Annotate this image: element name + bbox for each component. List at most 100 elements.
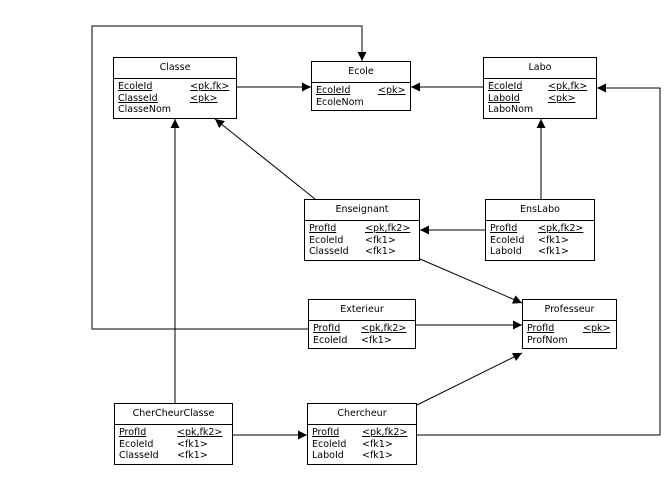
attribute-name: ProfId bbox=[527, 323, 555, 334]
attribute-name: ProfNom bbox=[527, 334, 568, 346]
entity-title: Ecole bbox=[312, 62, 410, 83]
entity-attributes: ProfId <pk,fk2> EcoleId <fk1> LaboId <fk1> bbox=[486, 221, 594, 260]
attribute-row: EcoleId <pk> bbox=[316, 85, 406, 97]
attribute-name: ClasseNom bbox=[118, 104, 172, 115]
attribute-name: EcoleId bbox=[309, 234, 344, 246]
attribute-row: LaboNom bbox=[488, 104, 592, 116]
attribute-name: LaboId bbox=[488, 92, 520, 104]
attribute-key: <pk> bbox=[378, 85, 406, 96]
attribute-name: ClasseId bbox=[119, 450, 159, 461]
attribute-row: ClasseId <fk1> bbox=[309, 246, 415, 258]
attribute-row: ProfId <pk,fk2> bbox=[309, 223, 415, 235]
attribute-key: <pk> bbox=[548, 92, 576, 104]
attribute-row: ProfId <pk,fk2> bbox=[490, 223, 590, 235]
entity-title: Exterieur bbox=[309, 300, 415, 321]
attribute-row: ProfId <pk,fk2> bbox=[312, 427, 412, 439]
attribute-row: EcoleId <fk1> bbox=[313, 335, 411, 347]
entity-attributes: ProfId <pk,fk2> EcoleId <fk1> ClasseId <fk1> bbox=[305, 221, 419, 260]
entity-title: Enseignant bbox=[305, 200, 419, 221]
attribute-key: <fk1> bbox=[538, 246, 569, 257]
edge-enseignant-to-professeur bbox=[419, 258, 523, 304]
edge-chercheur-to-professeur bbox=[416, 352, 523, 406]
attribute-row: LaboId <pk> bbox=[488, 93, 592, 105]
entity-attributes: EcoleId <pk,fk> LaboId <pk> LaboNom bbox=[484, 79, 596, 118]
attribute-key: <fk1> bbox=[538, 234, 569, 246]
entity-attributes: ProfId <pk> ProfNom bbox=[523, 321, 616, 348]
attribute-key: <fk1> bbox=[361, 334, 392, 346]
attribute-key: <fk1> bbox=[362, 438, 393, 450]
attribute-key: <pk> bbox=[190, 92, 218, 104]
attribute-name: EcoleNom bbox=[316, 96, 364, 108]
attribute-name: ProfId bbox=[490, 223, 518, 234]
entity-title: CherCheurClasse bbox=[115, 404, 232, 425]
entity-attributes: ProfId <pk,fk2> EcoleId <fk1> bbox=[309, 321, 415, 348]
attribute-row: EcoleId <fk1> bbox=[119, 439, 228, 451]
entity-title: Classe bbox=[114, 58, 236, 79]
attribute-name: EcoleId bbox=[316, 85, 351, 96]
attribute-row: LaboId <fk1> bbox=[312, 450, 412, 462]
entity-attributes: ProfId <pk,fk2> EcoleId <fk1> ClasseId <fk1> bbox=[115, 425, 232, 464]
attribute-row: ProfId <pk,fk2> bbox=[119, 427, 228, 439]
attribute-key: <pk,fk> bbox=[548, 81, 588, 92]
attribute-name: LaboNom bbox=[488, 104, 534, 115]
entity-attributes: EcoleId <pk> EcoleNom bbox=[312, 83, 410, 110]
attribute-key: <pk,fk2> bbox=[361, 323, 407, 334]
attribute-name: ClasseId bbox=[118, 92, 158, 104]
entity-title: Chercheur bbox=[308, 404, 416, 425]
attribute-key: <pk,fk2> bbox=[365, 223, 411, 234]
attribute-row: EcoleNom bbox=[316, 97, 406, 109]
entity-attributes: EcoleId <pk,fk> ClasseId <pk> ClasseNom bbox=[114, 79, 236, 118]
attribute-key: <fk1> bbox=[362, 450, 393, 461]
attribute-key: <fk1> bbox=[365, 234, 396, 246]
attribute-key: <pk> bbox=[583, 323, 611, 334]
attribute-name: ProfId bbox=[119, 427, 147, 438]
attribute-name: LaboId bbox=[490, 246, 522, 257]
attribute-row: ProfNom bbox=[527, 335, 612, 347]
attribute-name: ProfId bbox=[312, 427, 340, 438]
edge-exterieur-to-ecole bbox=[91, 25, 367, 330]
attribute-name: EcoleId bbox=[490, 234, 525, 246]
attribute-key: <pk,fk2> bbox=[362, 427, 408, 438]
attribute-row: LaboId <fk1> bbox=[490, 246, 590, 258]
attribute-name: EcoleId bbox=[119, 438, 154, 450]
edge-chercheur-to-labo bbox=[417, 83, 661, 436]
attribute-name: EcoleId bbox=[312, 438, 347, 450]
attribute-name: EcoleId bbox=[118, 81, 153, 92]
attribute-key: <fk1> bbox=[365, 246, 396, 257]
attribute-row: EcoleId <fk1> bbox=[490, 235, 590, 247]
attribute-name: LaboId bbox=[312, 450, 344, 461]
entity-title: Labo bbox=[484, 58, 596, 79]
attribute-row: EcoleId <fk1> bbox=[312, 439, 412, 451]
attribute-key: <pk,fk2> bbox=[538, 223, 584, 234]
attribute-row: ClasseId <pk> bbox=[118, 93, 232, 105]
attribute-row: ProfId <pk,fk2> bbox=[313, 323, 411, 335]
attribute-key: <fk1> bbox=[177, 438, 208, 450]
attribute-key: <fk1> bbox=[177, 450, 208, 461]
attribute-key: <pk,fk> bbox=[190, 81, 230, 92]
attribute-name: EcoleId bbox=[313, 334, 348, 346]
attribute-name: ProfId bbox=[313, 323, 341, 334]
attribute-name: ProfId bbox=[309, 223, 337, 234]
attribute-row: EcoleId <pk,fk> bbox=[488, 81, 592, 93]
attribute-key: <pk,fk2> bbox=[177, 427, 223, 438]
entity-title: Professeur bbox=[523, 300, 616, 321]
attribute-row: ProfId <pk> bbox=[527, 323, 612, 335]
attribute-row: ClasseNom bbox=[118, 104, 232, 116]
attribute-name: ClasseId bbox=[309, 246, 349, 257]
attribute-name: EcoleId bbox=[488, 81, 523, 92]
entity-title: EnsLabo bbox=[486, 200, 594, 221]
attribute-row: ClasseId <fk1> bbox=[119, 450, 228, 462]
entity-attributes: ProfId <pk,fk2> EcoleId <fk1> LaboId <fk1> bbox=[308, 425, 416, 464]
attribute-row: EcoleId <fk1> bbox=[309, 235, 415, 247]
